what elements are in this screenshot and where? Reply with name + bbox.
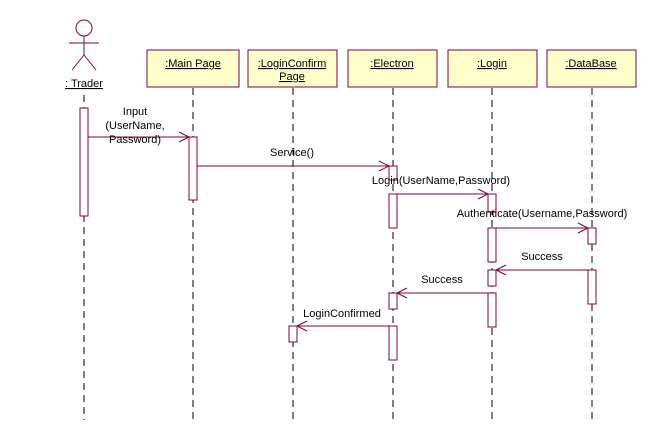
message-label-line3: Password) (109, 134, 161, 146)
object-label-line2: Page (279, 71, 305, 83)
arrow-head (477, 188, 490, 200)
activation-electron-3 (388, 292, 398, 310)
message-input: Input (UserName, Password) (88, 106, 191, 146)
message-login: Login(UserName,Password) (372, 175, 510, 200)
arrow-head (577, 222, 590, 234)
message-label: Authenticate(Username,Password) (457, 208, 628, 220)
message-success-login: Success (395, 274, 488, 299)
actor-trader: : Trader (65, 19, 103, 90)
object-box (146, 49, 240, 88)
activation-login-confirm-page (288, 325, 298, 343)
activation-trader (79, 107, 89, 217)
object-label: :Main Page (165, 58, 221, 70)
message-label-line1: Input (123, 106, 147, 118)
object-main-page: :Main Page (146, 49, 240, 88)
actor-left-leg (71, 54, 85, 71)
message-label: LoginConfirmed (303, 308, 381, 320)
activation-login-1 (487, 193, 497, 213)
message-service: Service() (197, 147, 391, 172)
object-box (447, 49, 538, 88)
object-label: :Login (477, 58, 507, 70)
object-box (546, 49, 637, 88)
object-label: :Electron (370, 58, 413, 70)
message-label: Success (521, 251, 563, 263)
arrow-head (494, 264, 507, 276)
arrow-head (295, 320, 308, 332)
message-label: Success (421, 274, 463, 286)
activation-main-page (188, 136, 198, 201)
message-label: Service() (270, 147, 314, 159)
message-authenticate: Authenticate(Username,Password) (457, 208, 628, 234)
message-label: Login(UserName,Password) (372, 175, 510, 187)
object-database: :DataBase (546, 49, 637, 88)
object-label-line1: :LoginConfirm (258, 58, 326, 70)
message-success-db: Success (494, 251, 588, 276)
object-login: :Login (447, 49, 538, 88)
arrow-head (395, 287, 408, 299)
object-login-confirm-page: :LoginConfirm Page (247, 49, 338, 88)
arrow-head (378, 160, 391, 172)
activation-electron-4 (388, 325, 398, 361)
activation-electron-1 (388, 165, 398, 181)
activation-electron-2 (388, 193, 398, 229)
message-label-line2: (UserName, (105, 120, 164, 132)
activation-login-2 (487, 227, 497, 263)
message-login-confirmed: LoginConfirmed (295, 308, 389, 332)
object-box (247, 49, 338, 88)
activation-login-4 (487, 292, 497, 328)
actor-right-leg (83, 54, 97, 71)
arrow-head (178, 131, 191, 143)
actor-head (75, 19, 93, 37)
object-electron: :Electron (347, 49, 438, 88)
object-label: :DataBase (565, 58, 616, 70)
object-box (347, 49, 438, 88)
activation-database-2 (587, 269, 597, 305)
actor-label: : Trader (65, 78, 103, 90)
activation-login-3 (487, 269, 497, 287)
activation-database-1 (587, 227, 597, 245)
